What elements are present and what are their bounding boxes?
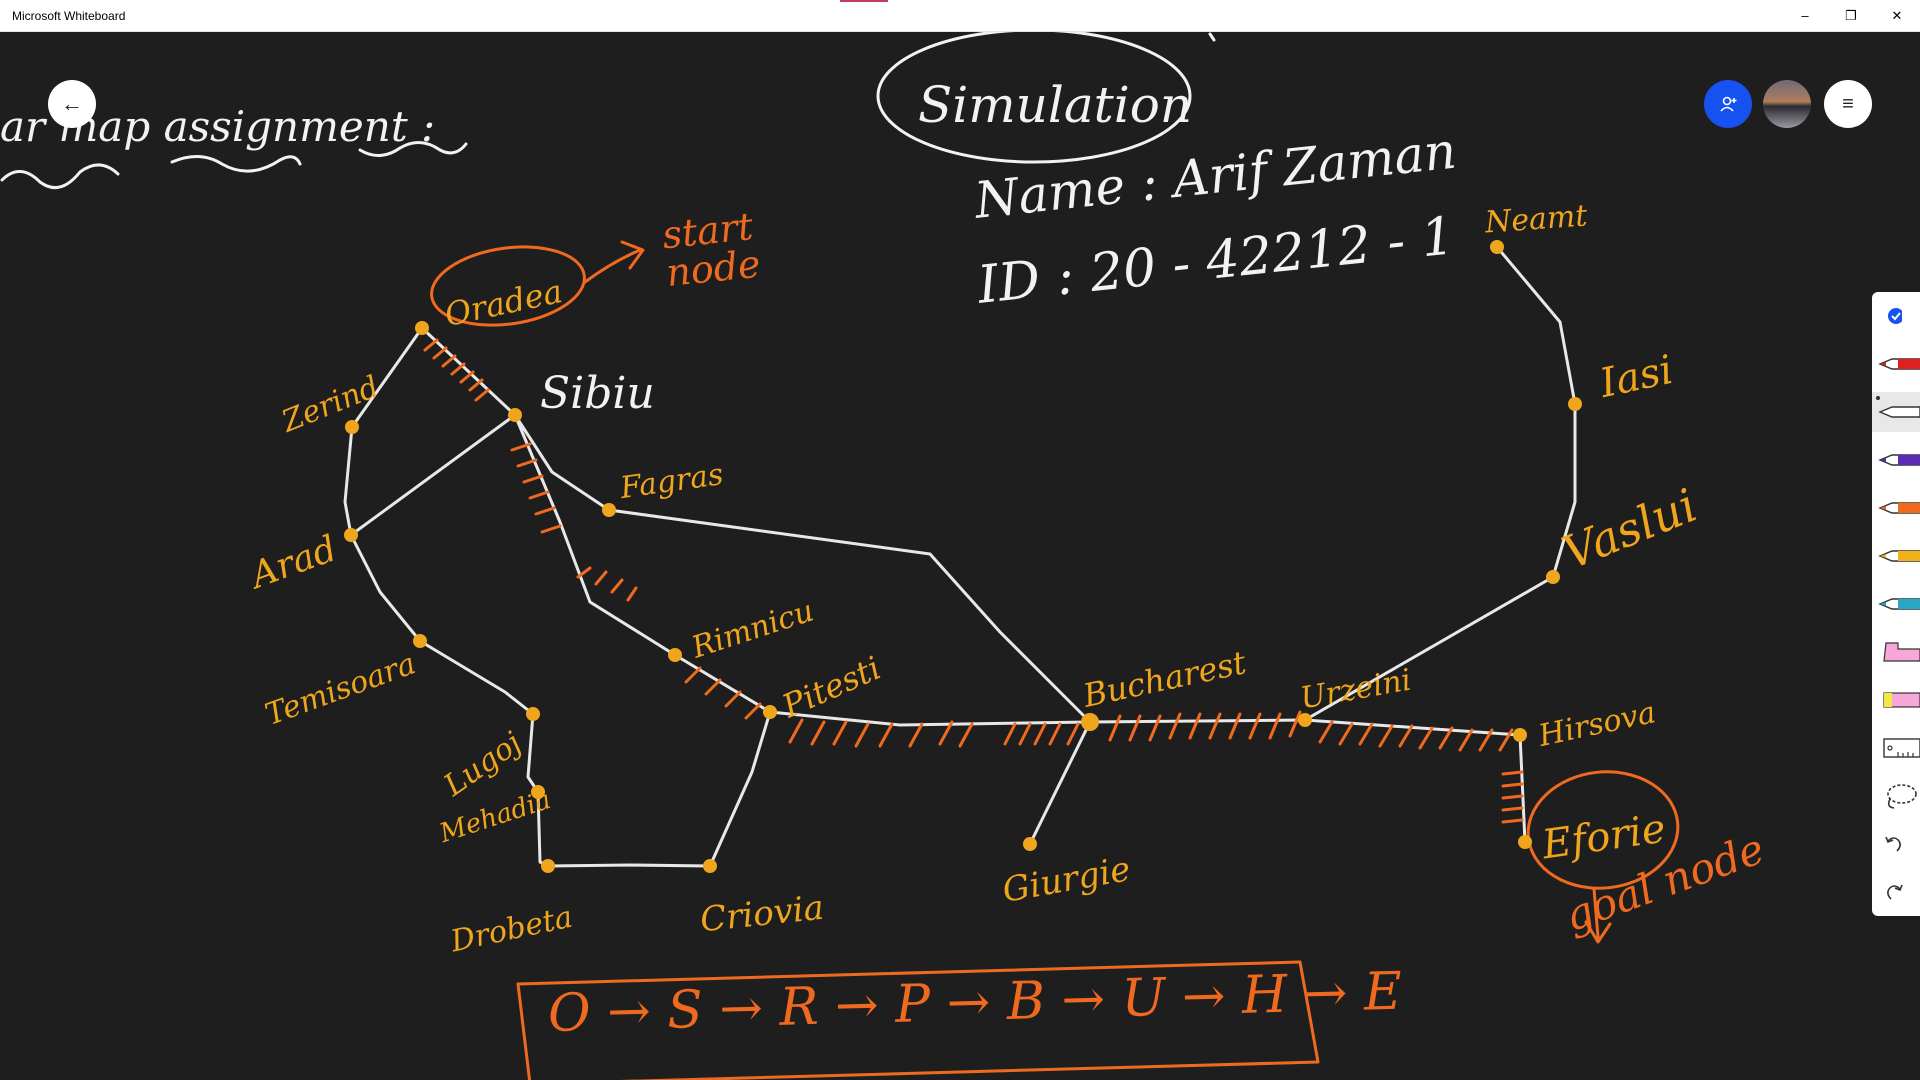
yellow-pen-icon [1878, 550, 1920, 562]
check-icon [1888, 308, 1902, 324]
ruler-tool[interactable] [1872, 728, 1920, 768]
minimize-button[interactable]: – [1801, 8, 1809, 23]
pink-highlighter-icon [1883, 642, 1920, 662]
close-button[interactable]: ✕ [1891, 7, 1903, 23]
touch-draw-toggle[interactable] [1872, 296, 1920, 336]
whiteboard-canvas[interactable]: ar map assignment : Simulation Name : Ar… [0, 32, 1920, 1080]
simulation-ellipse [876, 32, 1192, 164]
stray-stroke [1208, 32, 1216, 42]
back-button[interactable]: ← [48, 80, 96, 128]
white-pen[interactable] [1872, 392, 1920, 432]
lasso-tool[interactable] [1872, 776, 1920, 816]
undo-button[interactable] [1872, 824, 1920, 864]
label-sibiu: Sibiu [540, 368, 655, 419]
share-button[interactable] [1704, 80, 1752, 128]
back-arrow-icon: ← [61, 91, 83, 116]
redo-icon [1887, 884, 1903, 900]
person-add-icon [1720, 96, 1737, 112]
redo-button[interactable] [1872, 872, 1920, 912]
undo-icon [1885, 836, 1901, 852]
simulation-title: Simulation [918, 76, 1193, 134]
restore-button[interactable]: ❐ [1845, 7, 1857, 23]
orange-pen[interactable] [1872, 488, 1920, 528]
teal-pen-icon [1878, 598, 1920, 610]
red-pen[interactable] [1872, 344, 1920, 384]
purple-pen[interactable] [1872, 440, 1920, 480]
lasso-icon [1887, 784, 1917, 809]
menu-button[interactable]: ≡ [1824, 80, 1872, 128]
purple-pen-icon [1878, 454, 1920, 466]
hamburger-icon: ≡ [1842, 92, 1854, 115]
city-nodes [344, 240, 1582, 873]
yellow-pen[interactable] [1872, 536, 1920, 576]
road-network [343, 245, 1577, 868]
start-annotation [430, 240, 645, 327]
teal-pen[interactable] [1872, 584, 1920, 624]
user-avatar[interactable] [1763, 80, 1811, 128]
selected-dot [1876, 396, 1880, 400]
label-neamt: Neamt [1483, 198, 1589, 241]
heading-squiggle-2 [170, 155, 302, 173]
heading-squiggle-1 [0, 163, 120, 190]
pen-toolbar [1872, 292, 1920, 916]
red-pen-icon [1878, 358, 1920, 370]
path-hatching [423, 338, 1524, 824]
ruler-icon [1883, 738, 1920, 758]
title-accent [840, 0, 888, 2]
pink-highlighter[interactable] [1872, 632, 1920, 672]
yellow-highlighter-icon [1883, 692, 1920, 708]
orange-pen-icon [1878, 502, 1920, 514]
title-bar: Microsoft Whiteboard – ❐ ✕ [0, 0, 1920, 32]
window-title: Microsoft Whiteboard [12, 8, 126, 23]
ink-layer [0, 32, 1680, 1080]
yellow-highlighter[interactable] [1872, 680, 1920, 720]
heading-squiggle-3 [358, 141, 468, 157]
white-pen-icon [1878, 406, 1920, 418]
result-box [516, 960, 1320, 1080]
window-controls: – ❐ ✕ [1782, 0, 1920, 31]
